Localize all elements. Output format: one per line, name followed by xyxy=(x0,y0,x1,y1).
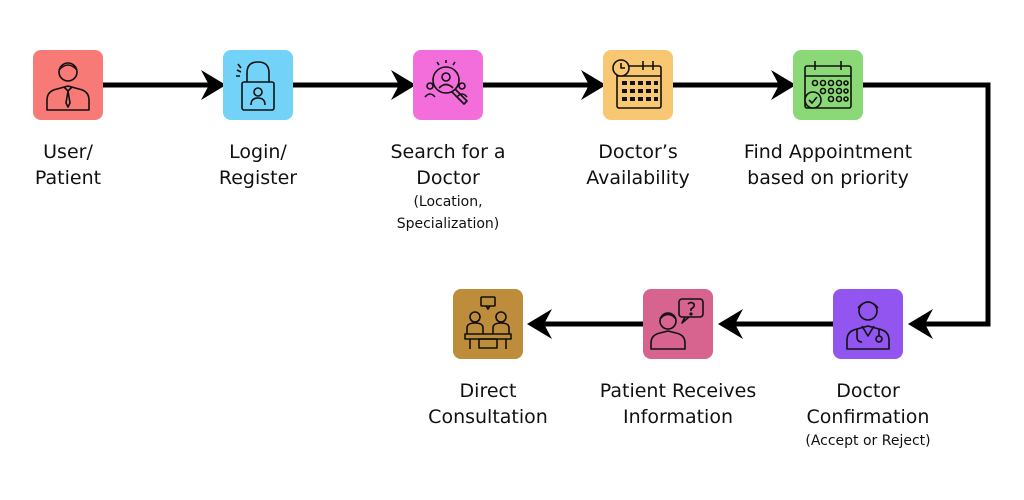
padlock-user-icon xyxy=(223,50,293,120)
step-receives-line1: Patient Receives xyxy=(599,380,757,402)
user-icon xyxy=(33,50,103,120)
calendar-clock-icon xyxy=(603,50,673,120)
step-search-line2: Doctor xyxy=(416,167,480,189)
step-appointment-line1: Find Appointment xyxy=(743,141,913,163)
step-consultation-line2: Consultation xyxy=(428,406,548,428)
search-doctor-icon xyxy=(413,50,483,120)
step-confirmation-line1: Doctor xyxy=(836,380,900,402)
step-appointment-line2: based on priority xyxy=(747,167,909,189)
step-consultation-line1: Direct xyxy=(459,380,517,402)
doctor-icon xyxy=(833,289,903,359)
step-search-line1: Search for a xyxy=(390,141,506,163)
step-find-appointment: Find Appointment based on priority xyxy=(733,50,923,191)
step-login-line2: Register xyxy=(218,167,298,189)
step-confirmation-line2: Confirmation xyxy=(806,406,930,428)
step-login-line1: Login/ xyxy=(229,141,287,163)
step-doctor-availability: Doctor’s Availability xyxy=(543,50,733,191)
step-search-doctor: Search for a Doctor (Location, Specializ… xyxy=(353,50,543,235)
step-search-sub1: (Location, xyxy=(413,194,483,210)
step-receives-line2: Information xyxy=(623,406,733,428)
step-login-register: Login/ Register xyxy=(163,50,353,191)
step-availability-line1: Doctor’s xyxy=(598,141,678,163)
step-availability-line2: Availability xyxy=(586,167,690,189)
step-user-line1: User/ xyxy=(43,141,93,163)
step-user-line2: Patient xyxy=(34,167,102,189)
step-confirmation-sub1: (Accept or Reject) xyxy=(805,433,931,449)
step-search-sub2: Specialization) xyxy=(396,216,500,232)
step-user-patient: User/ Patient xyxy=(0,50,163,191)
arrow-appointment-confirmation xyxy=(863,82,991,339)
consultation-icon xyxy=(453,289,523,359)
step-direct-consultation: Direct Consultation xyxy=(393,289,583,430)
calendar-check-icon xyxy=(793,50,863,120)
patient-question-icon xyxy=(643,289,713,359)
step-doctor-confirmation: Doctor Confirmation (Accept or Reject) xyxy=(773,289,963,452)
step-patient-receives: Patient Receives Information xyxy=(583,289,773,430)
